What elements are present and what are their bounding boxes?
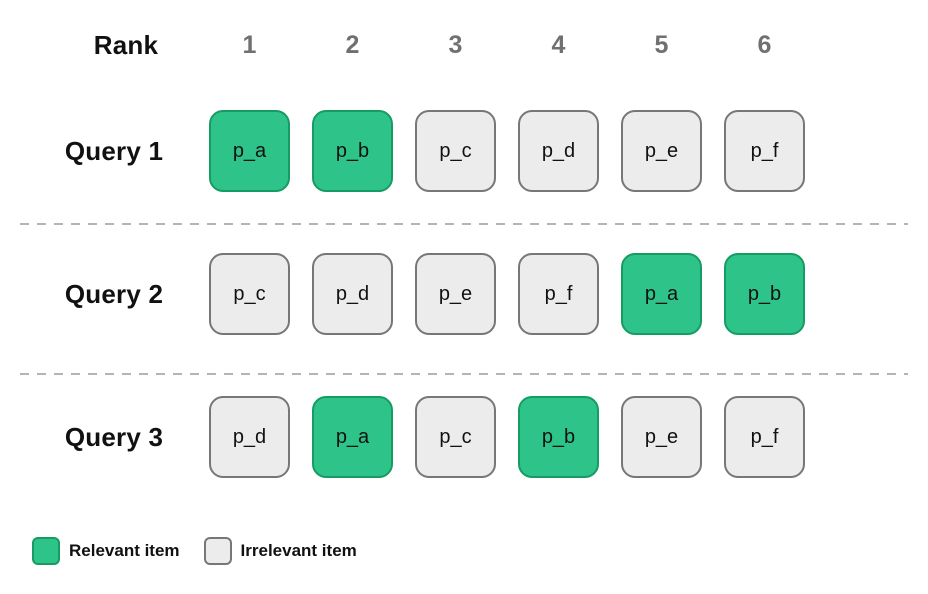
query-3-rank-6-cell: p_f: [713, 396, 816, 478]
query-1-rank-4-cell: p_d: [507, 110, 610, 192]
item-box: p_f: [518, 253, 599, 335]
query-2-rank-5-cell: p_a: [610, 253, 713, 335]
legend-relevant-group: Relevant item: [32, 537, 180, 565]
query-2-rank-4-cell: p_f: [507, 253, 610, 335]
query-2-rank-2-cell: p_d: [301, 253, 404, 335]
query-2-rank-6-cell: p_b: [713, 253, 816, 335]
item-box: p_f: [724, 396, 805, 478]
rank-number-1: 1: [242, 30, 257, 59]
item-box: p_d: [312, 253, 393, 335]
query-3-label: Query 3: [64, 421, 164, 452]
item-box: p_b: [518, 396, 599, 478]
rank-number-4: 4: [551, 30, 566, 59]
query-1-rank-5-cell: p_e: [610, 110, 713, 192]
query-1-rank-2-cell: p_b: [301, 110, 404, 192]
query-1-rank-1-cell: p_a: [198, 110, 301, 192]
query-3-rank-5-cell: p_e: [610, 396, 713, 478]
item-box: p_f: [724, 110, 805, 192]
item-box: p_a: [209, 110, 290, 192]
row-divider-2: [20, 373, 908, 375]
query-3-rank-3-cell: p_c: [404, 396, 507, 478]
query-1-rank-6-cell: p_f: [713, 110, 816, 192]
item-box: p_c: [415, 396, 496, 478]
query-1-rank-3-cell: p_c: [404, 110, 507, 192]
item-box: p_b: [312, 110, 393, 192]
item-box: p_d: [209, 396, 290, 478]
query-1-label: Query 1: [64, 135, 164, 166]
item-box: p_e: [621, 396, 702, 478]
query-2-rank-3-cell: p_e: [404, 253, 507, 335]
query-3-rank-2-cell: p_a: [301, 396, 404, 478]
item-box: p_e: [621, 110, 702, 192]
irrelevant-swatch-icon: [203, 537, 232, 565]
query-2-rank-1-cell: p_c: [198, 253, 301, 335]
item-box: p_b: [724, 253, 805, 335]
query-3-rank-1-cell: p_d: [198, 396, 301, 478]
rank-number-5: 5: [654, 30, 669, 59]
item-box: p_c: [209, 253, 290, 335]
legend-irrelevant-label: Irrelevant item: [240, 541, 357, 560]
legend-irrelevant-group: Irrelevant item: [203, 537, 357, 565]
row-divider-1: [20, 223, 908, 225]
item-box: p_e: [415, 253, 496, 335]
relevant-swatch-icon: [32, 537, 60, 565]
query-row-1: Query 1 p_a p_b p_c p_d p_e p_f: [0, 110, 816, 192]
rank-number-3: 3: [448, 30, 463, 59]
rank-number-6: 6: [757, 30, 772, 59]
legend-relevant-label: Relevant item: [69, 541, 180, 560]
query-2-label: Query 2: [64, 278, 164, 309]
rank-number-2: 2: [345, 30, 360, 59]
query-3-rank-4-cell: p_b: [507, 396, 610, 478]
item-box: p_c: [415, 110, 496, 192]
item-box: p_d: [518, 110, 599, 192]
item-box: p_a: [312, 396, 393, 478]
query-row-2: Query 2 p_c p_d p_e p_f p_a p_b: [0, 253, 816, 335]
legend: Relevant item Irrelevant item: [32, 537, 357, 565]
item-box: p_a: [621, 253, 702, 335]
header-row: Rank 1 2 3 4 5 6: [0, 28, 816, 62]
query-row-3: Query 3 p_d p_a p_c p_b p_e p_f: [0, 396, 816, 478]
rank-header-label: Rank: [93, 29, 159, 60]
